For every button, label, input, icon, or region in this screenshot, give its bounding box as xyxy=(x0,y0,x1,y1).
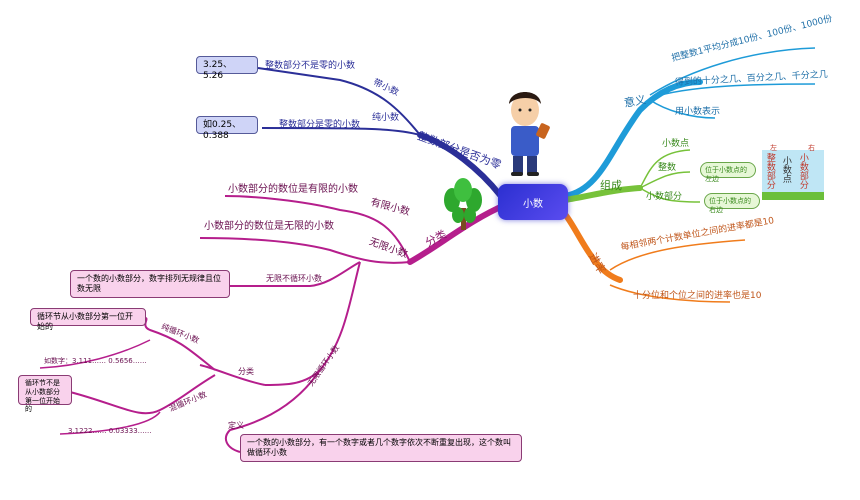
composition-item-integer: 整数 xyxy=(658,163,677,173)
card-fraction-part: 小数部分 xyxy=(797,153,808,189)
branch-meaning-line3 xyxy=(649,99,716,119)
place-value-card xyxy=(762,150,824,200)
mixed-rep-definition-box: 循环节不是从小数部分第一位开始的 xyxy=(18,375,72,413)
branch-classify xyxy=(407,202,508,265)
card-left: 左 xyxy=(770,144,777,152)
card-integer-part: 整数部分 xyxy=(764,153,775,189)
branch-integer xyxy=(417,132,503,198)
branch-pure-rep xyxy=(144,317,216,371)
branch-meaning-line1 xyxy=(649,47,816,96)
branch-mixed-rep xyxy=(69,374,216,415)
branch-composition-sub3 xyxy=(639,187,701,203)
rate-item-2: 十分位和个位之间的进率也是10 xyxy=(633,291,762,301)
nonrep-label: 无限不循环小数 xyxy=(266,274,322,283)
integer-position-box: 位于小数点的左边 xyxy=(700,162,756,183)
branch-composition xyxy=(562,185,643,203)
meaning-title[interactable]: 意义 xyxy=(623,93,647,110)
mixed-rep-example: 3.1222…… 0.03333…… xyxy=(68,427,152,435)
branch-composition-sub2 xyxy=(639,171,691,189)
card-decimal-point: 小数点 xyxy=(780,156,791,183)
nonrep-definition-box: 一个数的小数部分，数字排列无规律且位数无限 xyxy=(70,270,230,298)
meaning-item-3: 用小数表示 xyxy=(675,107,721,117)
branch-pure-rep-ex xyxy=(39,339,151,369)
branch-rep-classify xyxy=(199,364,266,386)
branch-rate-line1 xyxy=(609,239,746,271)
mixed-decimal-example-box: 3.25、5.26 xyxy=(196,56,258,81)
rep-classify-label: 分类 xyxy=(238,367,254,376)
branch-finite xyxy=(224,195,411,263)
composition-item-decimal-point: 小数点 xyxy=(662,139,690,149)
card-right: 右 xyxy=(808,144,815,152)
mixed-decimal-desc: 整数部分不是零的小数 xyxy=(265,61,356,71)
pure-decimal-desc: 整数部分是零的小数 xyxy=(279,120,361,130)
fraction-position-box: 位于小数点的右边 xyxy=(704,193,760,214)
student-illustration-icon xyxy=(509,92,550,176)
pure-rep-example: 如数字：3.111…… 0.5656…… xyxy=(44,357,147,365)
composition-title[interactable]: 组成 xyxy=(600,179,622,192)
branch-mixed-rep-ex xyxy=(59,411,161,435)
pure-rep-definition-box: 循环节从小数部分第一位开始的 xyxy=(30,308,146,331)
branch-rate-line2 xyxy=(609,284,731,303)
branch-integer-pure xyxy=(261,127,421,136)
finite-desc: 小数部分的数位是有限的小数 xyxy=(228,184,358,195)
composition-item-fraction: 小数部分 xyxy=(646,192,683,202)
pure-decimal-example-box: 如0.25、0.388 xyxy=(196,116,258,141)
branch-meaning-line2 xyxy=(649,83,816,99)
infinite-desc: 小数部分的数位是无限的小数 xyxy=(204,221,334,232)
branch-composition-sub1 xyxy=(639,149,691,189)
rep-definition-label: 定义 xyxy=(228,421,244,430)
pure-decimal-label: 纯小数 xyxy=(372,113,400,123)
center-label: 小数 xyxy=(523,198,543,210)
tree-icon xyxy=(444,178,482,230)
center-node[interactable]: 小数 xyxy=(498,184,568,220)
branch-rep xyxy=(264,261,361,386)
branch-infinite xyxy=(199,237,411,264)
branch-nonrep xyxy=(230,261,361,287)
branch-meaning xyxy=(562,79,703,199)
branch-rep-def xyxy=(224,369,321,453)
branch-integer-mixed xyxy=(257,67,421,136)
rep-definition-box: 一个数的小数部分，有一个数字或者几个数字依次不断重复出现，这个数叫做循环小数 xyxy=(240,434,522,462)
